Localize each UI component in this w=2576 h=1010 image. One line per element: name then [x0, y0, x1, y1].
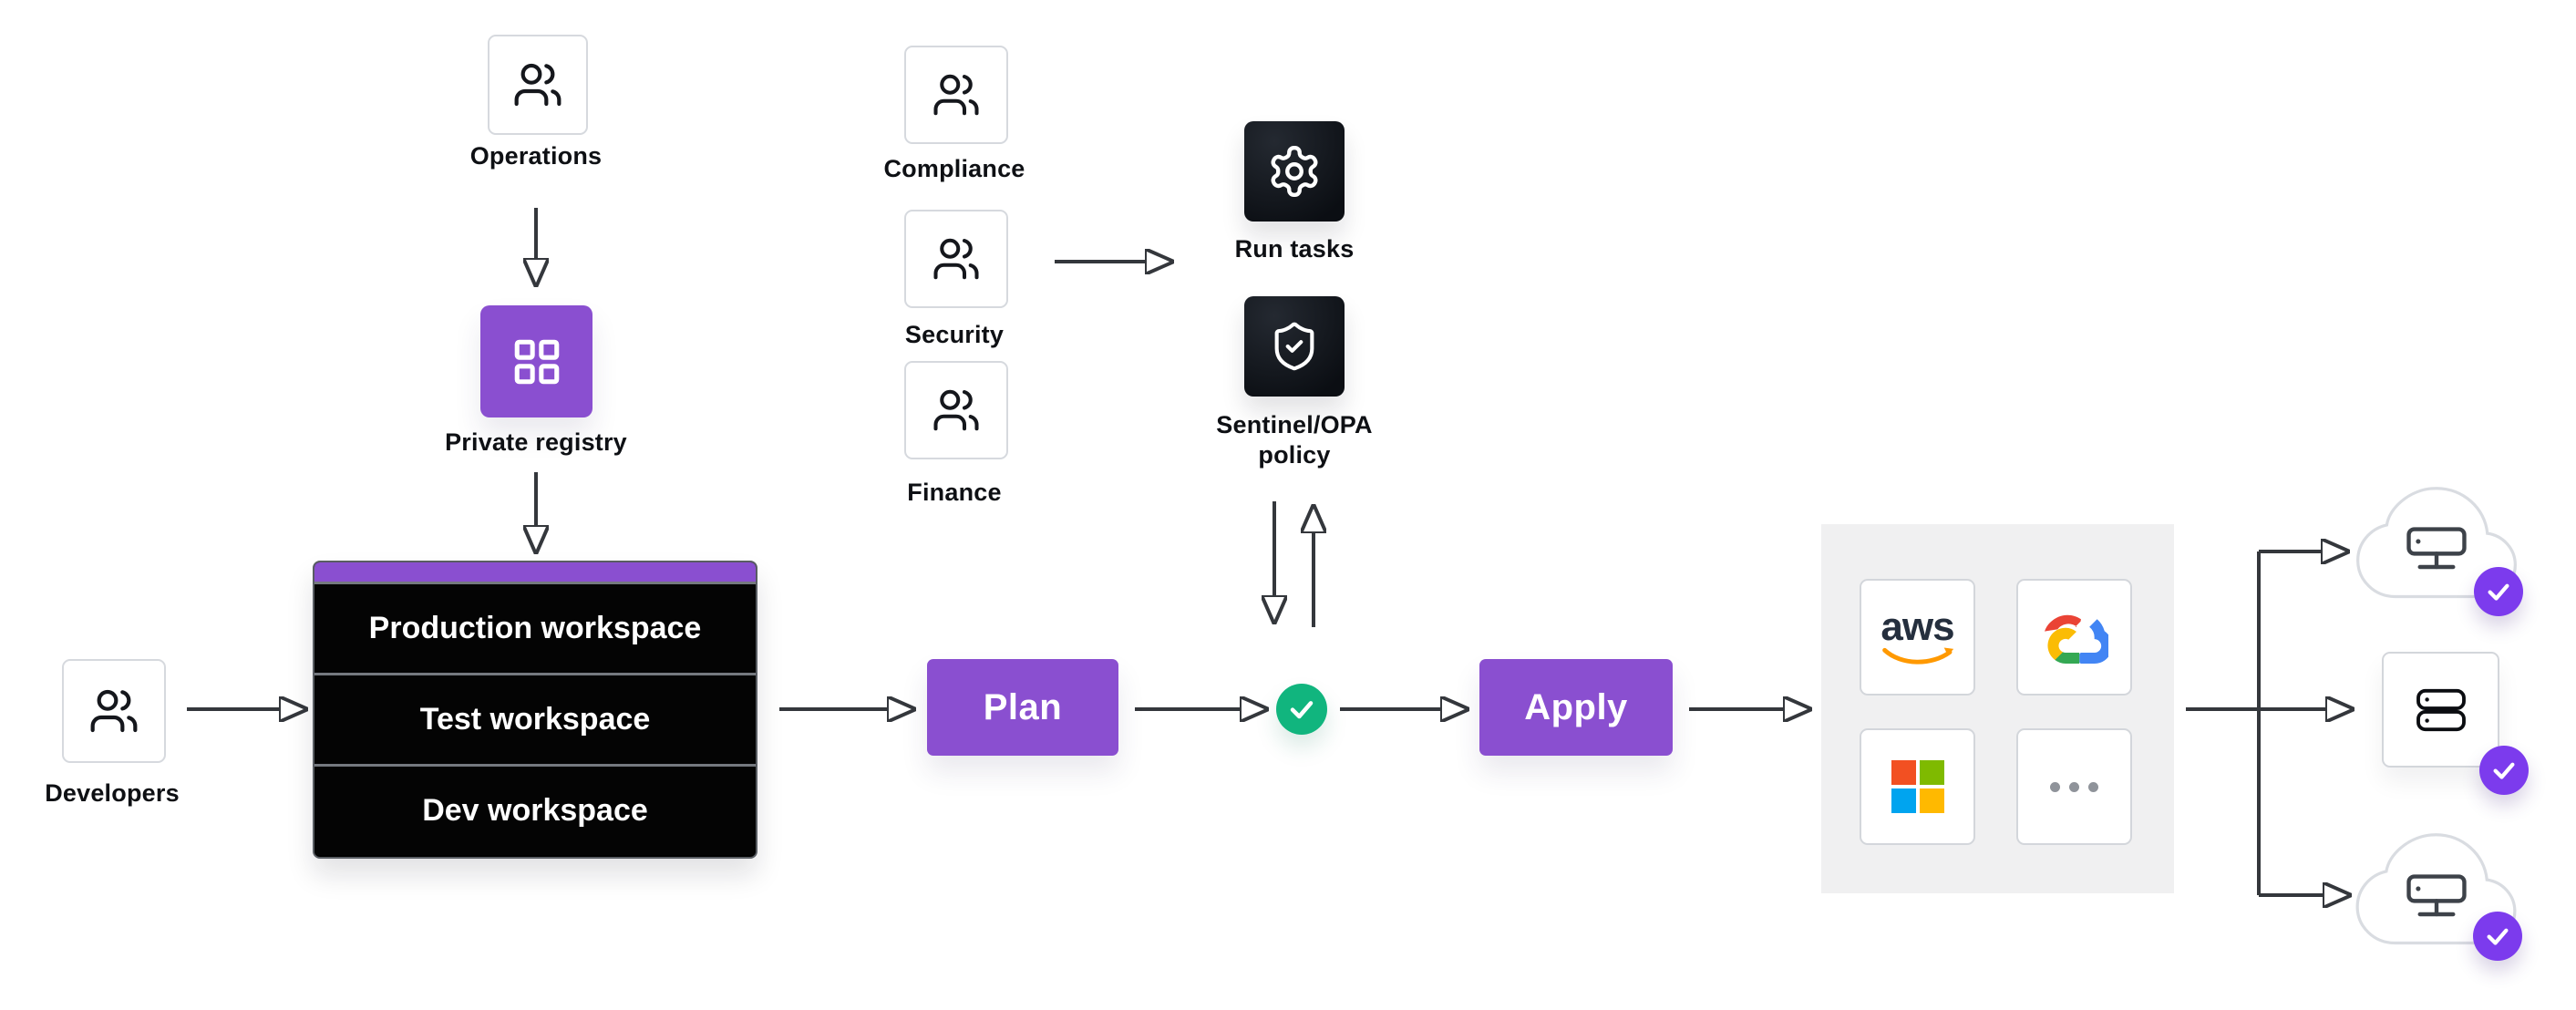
- operations-label: Operations: [469, 142, 603, 170]
- aws-logo-icon: aws: [1880, 604, 1956, 669]
- workspace-row-label: Dev workspace: [422, 793, 648, 828]
- finance-label: Finance: [907, 479, 1002, 506]
- users-icon: [88, 685, 139, 737]
- cloud-compute-icon: [2401, 522, 2472, 576]
- plan-node: Plan: [927, 659, 1118, 756]
- microsoft-icon: [1891, 760, 1944, 813]
- server-stack-icon: [2413, 687, 2469, 733]
- security-label: Security: [904, 321, 1005, 348]
- grid-icon: [510, 335, 563, 388]
- check-icon: [2490, 757, 2518, 784]
- aws-smile-icon: [1881, 647, 1953, 665]
- providers-panel: aws: [1821, 524, 2174, 893]
- developers-node: [62, 659, 166, 763]
- users-icon: [932, 70, 981, 119]
- google-cloud-icon: [2044, 614, 2108, 664]
- workspace-row-label: Test workspace: [419, 702, 651, 737]
- users-icon: [932, 386, 981, 435]
- provider-card-google-cloud: [2016, 579, 2132, 696]
- workspace-row: Test workspace: [314, 673, 756, 764]
- aws-logo-text: aws: [1880, 604, 1954, 649]
- target-cloud-bottom: [2354, 826, 2522, 961]
- sentinel-policy-label: Sentinel/OPA policy: [1216, 410, 1372, 470]
- workspaces-stack: Production workspace Test workspace Dev …: [313, 561, 757, 859]
- compliance-node: [904, 46, 1008, 144]
- finance-node: [904, 361, 1008, 459]
- workspace-row: Dev workspace: [314, 764, 756, 855]
- provider-card-aws: aws: [1860, 579, 1975, 696]
- security-node: [904, 210, 1008, 308]
- users-icon: [932, 234, 981, 283]
- provider-card-more: [2016, 728, 2132, 845]
- target-server-stack: [2382, 652, 2499, 768]
- status-check-badge: [2473, 912, 2522, 961]
- shield-check-icon: [1268, 320, 1321, 373]
- users-icon: [512, 59, 563, 110]
- developers-label: Developers: [45, 779, 180, 807]
- sentinel-policy-label-line1: Sentinel/OPA: [1216, 411, 1373, 438]
- check-icon: [1287, 695, 1316, 724]
- gear-icon: [1266, 143, 1323, 200]
- check-icon: [2484, 922, 2511, 950]
- approval-check-node: [1276, 684, 1327, 735]
- run-tasks-node: [1244, 121, 1345, 222]
- apply-node: Apply: [1479, 659, 1673, 756]
- status-check-badge: [2474, 567, 2523, 616]
- private-registry-node: [480, 305, 592, 417]
- private-registry-label: Private registry: [445, 428, 627, 456]
- workspace-row: Production workspace: [314, 582, 756, 673]
- operations-node: [488, 35, 588, 135]
- compliance-label: Compliance: [883, 155, 1025, 182]
- run-tasks-label: Run tasks: [1234, 235, 1355, 263]
- target-cloud-top: [2354, 479, 2523, 616]
- provider-card-microsoft: [1860, 728, 1975, 845]
- check-icon: [2485, 578, 2512, 605]
- sentinel-policy-node: [1244, 296, 1345, 397]
- sentinel-policy-label-line2: policy: [1258, 441, 1331, 469]
- workspaces-header-bar: [314, 562, 756, 582]
- status-check-badge: [2479, 746, 2529, 795]
- apply-label: Apply: [1524, 686, 1628, 727]
- ellipsis-icon: [2050, 781, 2098, 792]
- plan-label: Plan: [983, 686, 1063, 727]
- cloud-compute-icon: [2401, 870, 2472, 923]
- workspace-row-label: Production workspace: [368, 611, 702, 645]
